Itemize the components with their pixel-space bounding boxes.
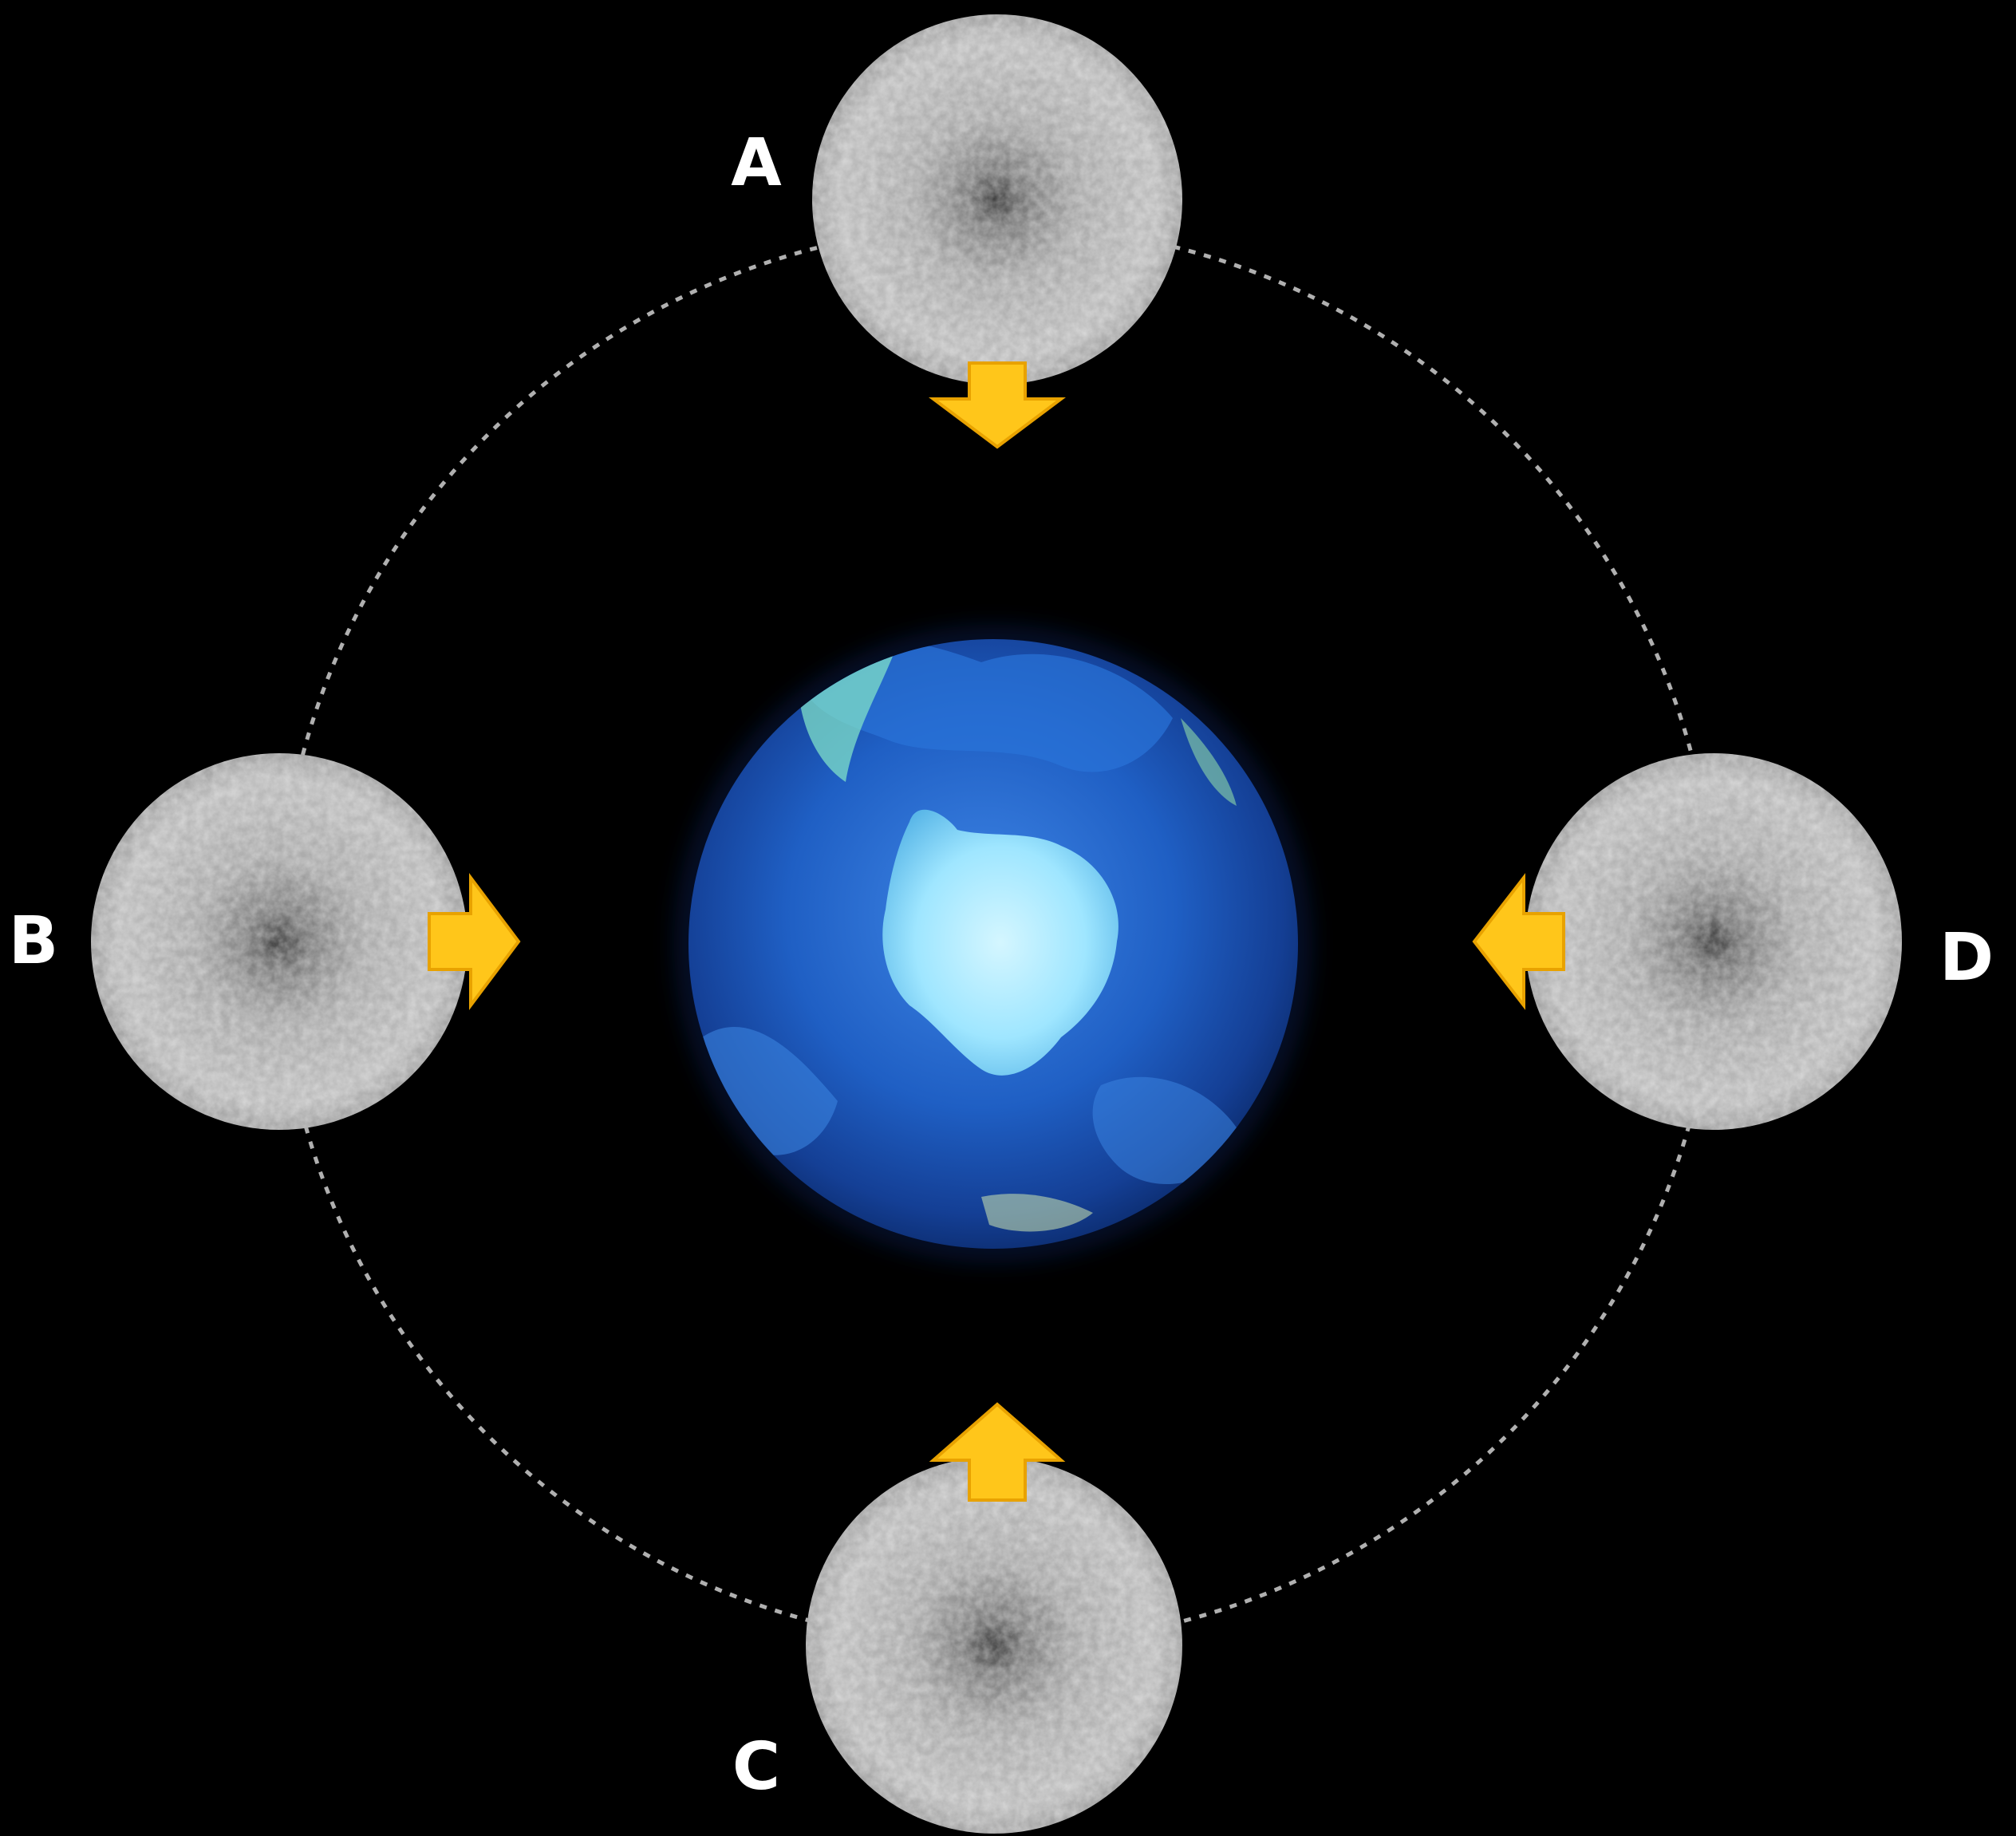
- moon-icon: [1525, 753, 1902, 1130]
- label-d: D: [1939, 920, 1994, 996]
- label-b: B: [9, 903, 59, 979]
- label-c: C: [732, 1729, 780, 1805]
- moon-icon: [91, 753, 468, 1130]
- moon-icon: [812, 14, 1182, 385]
- moon-icon: [806, 1457, 1182, 1834]
- earth-icon: [674, 625, 1312, 1263]
- label-a: A: [731, 125, 782, 201]
